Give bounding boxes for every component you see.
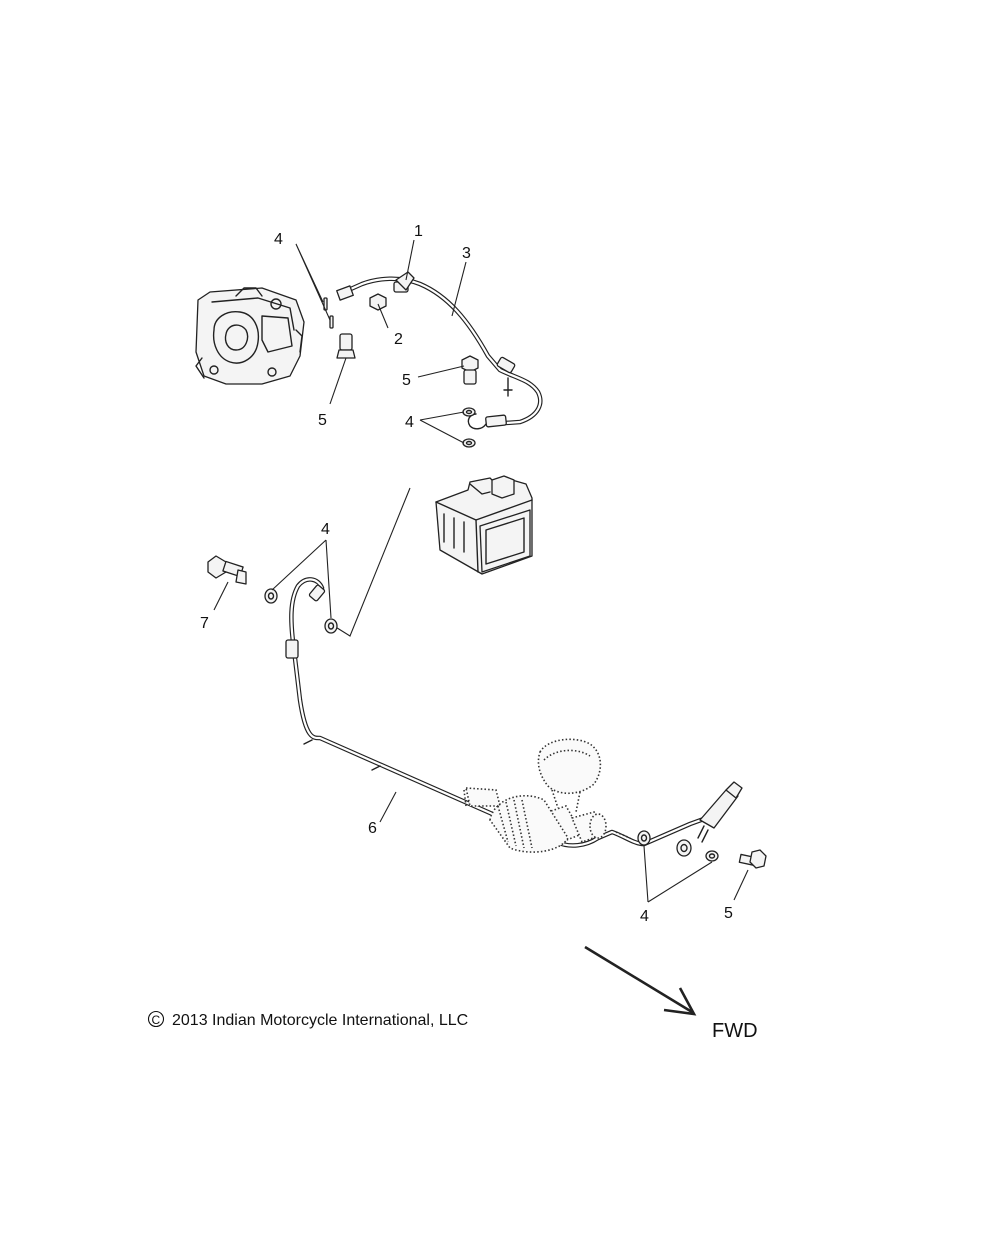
callout-4-middle: 4 bbox=[321, 521, 330, 538]
abs-leader bbox=[333, 487, 411, 637]
master-cylinder-phantom bbox=[463, 738, 631, 853]
copyright-symbol-glyph: C bbox=[152, 1013, 161, 1027]
upper-brake-line bbox=[336, 276, 543, 430]
callout-5-upper: 5 bbox=[402, 372, 411, 389]
banjo-bolt-lower bbox=[738, 849, 767, 869]
brake-light-switch-fitting bbox=[207, 555, 247, 585]
lower-brake-line bbox=[285, 577, 715, 848]
sealing-washers-upper bbox=[323, 297, 334, 329]
callout-4-lower: 4 bbox=[640, 908, 649, 925]
sealing-washers-lower bbox=[637, 830, 719, 862]
callout-4-upper-right: 4 bbox=[405, 414, 414, 431]
lower-banjo-end bbox=[676, 839, 692, 857]
callout-6: 6 bbox=[368, 820, 377, 837]
callout-4-upper-left: 4 bbox=[274, 231, 283, 248]
line-clip bbox=[395, 271, 415, 291]
callout-1: 1 bbox=[414, 223, 423, 240]
copyright-notice: 2013 Indian Motorcycle International, LL… bbox=[147, 1010, 468, 1029]
hose-end-fitting bbox=[697, 781, 743, 843]
callout-5-lower: 5 bbox=[724, 905, 733, 922]
callout-5-left: 5 bbox=[318, 412, 327, 429]
banjo-bolt-left bbox=[336, 333, 356, 359]
callout-2: 2 bbox=[394, 331, 403, 348]
brake-caliper bbox=[195, 287, 305, 385]
callout-3: 3 bbox=[462, 245, 471, 262]
banjo-bolt-upper bbox=[461, 355, 479, 385]
clip-nut bbox=[369, 293, 387, 311]
copyright-text: 2013 Indian Motorcycle International, LL… bbox=[172, 1012, 468, 1029]
forward-direction-arrow bbox=[584, 945, 697, 1016]
sealing-washers-middle bbox=[264, 588, 338, 634]
abs-module bbox=[435, 475, 533, 575]
fwd-label: FWD bbox=[712, 1020, 758, 1042]
callout-7: 7 bbox=[200, 615, 209, 632]
